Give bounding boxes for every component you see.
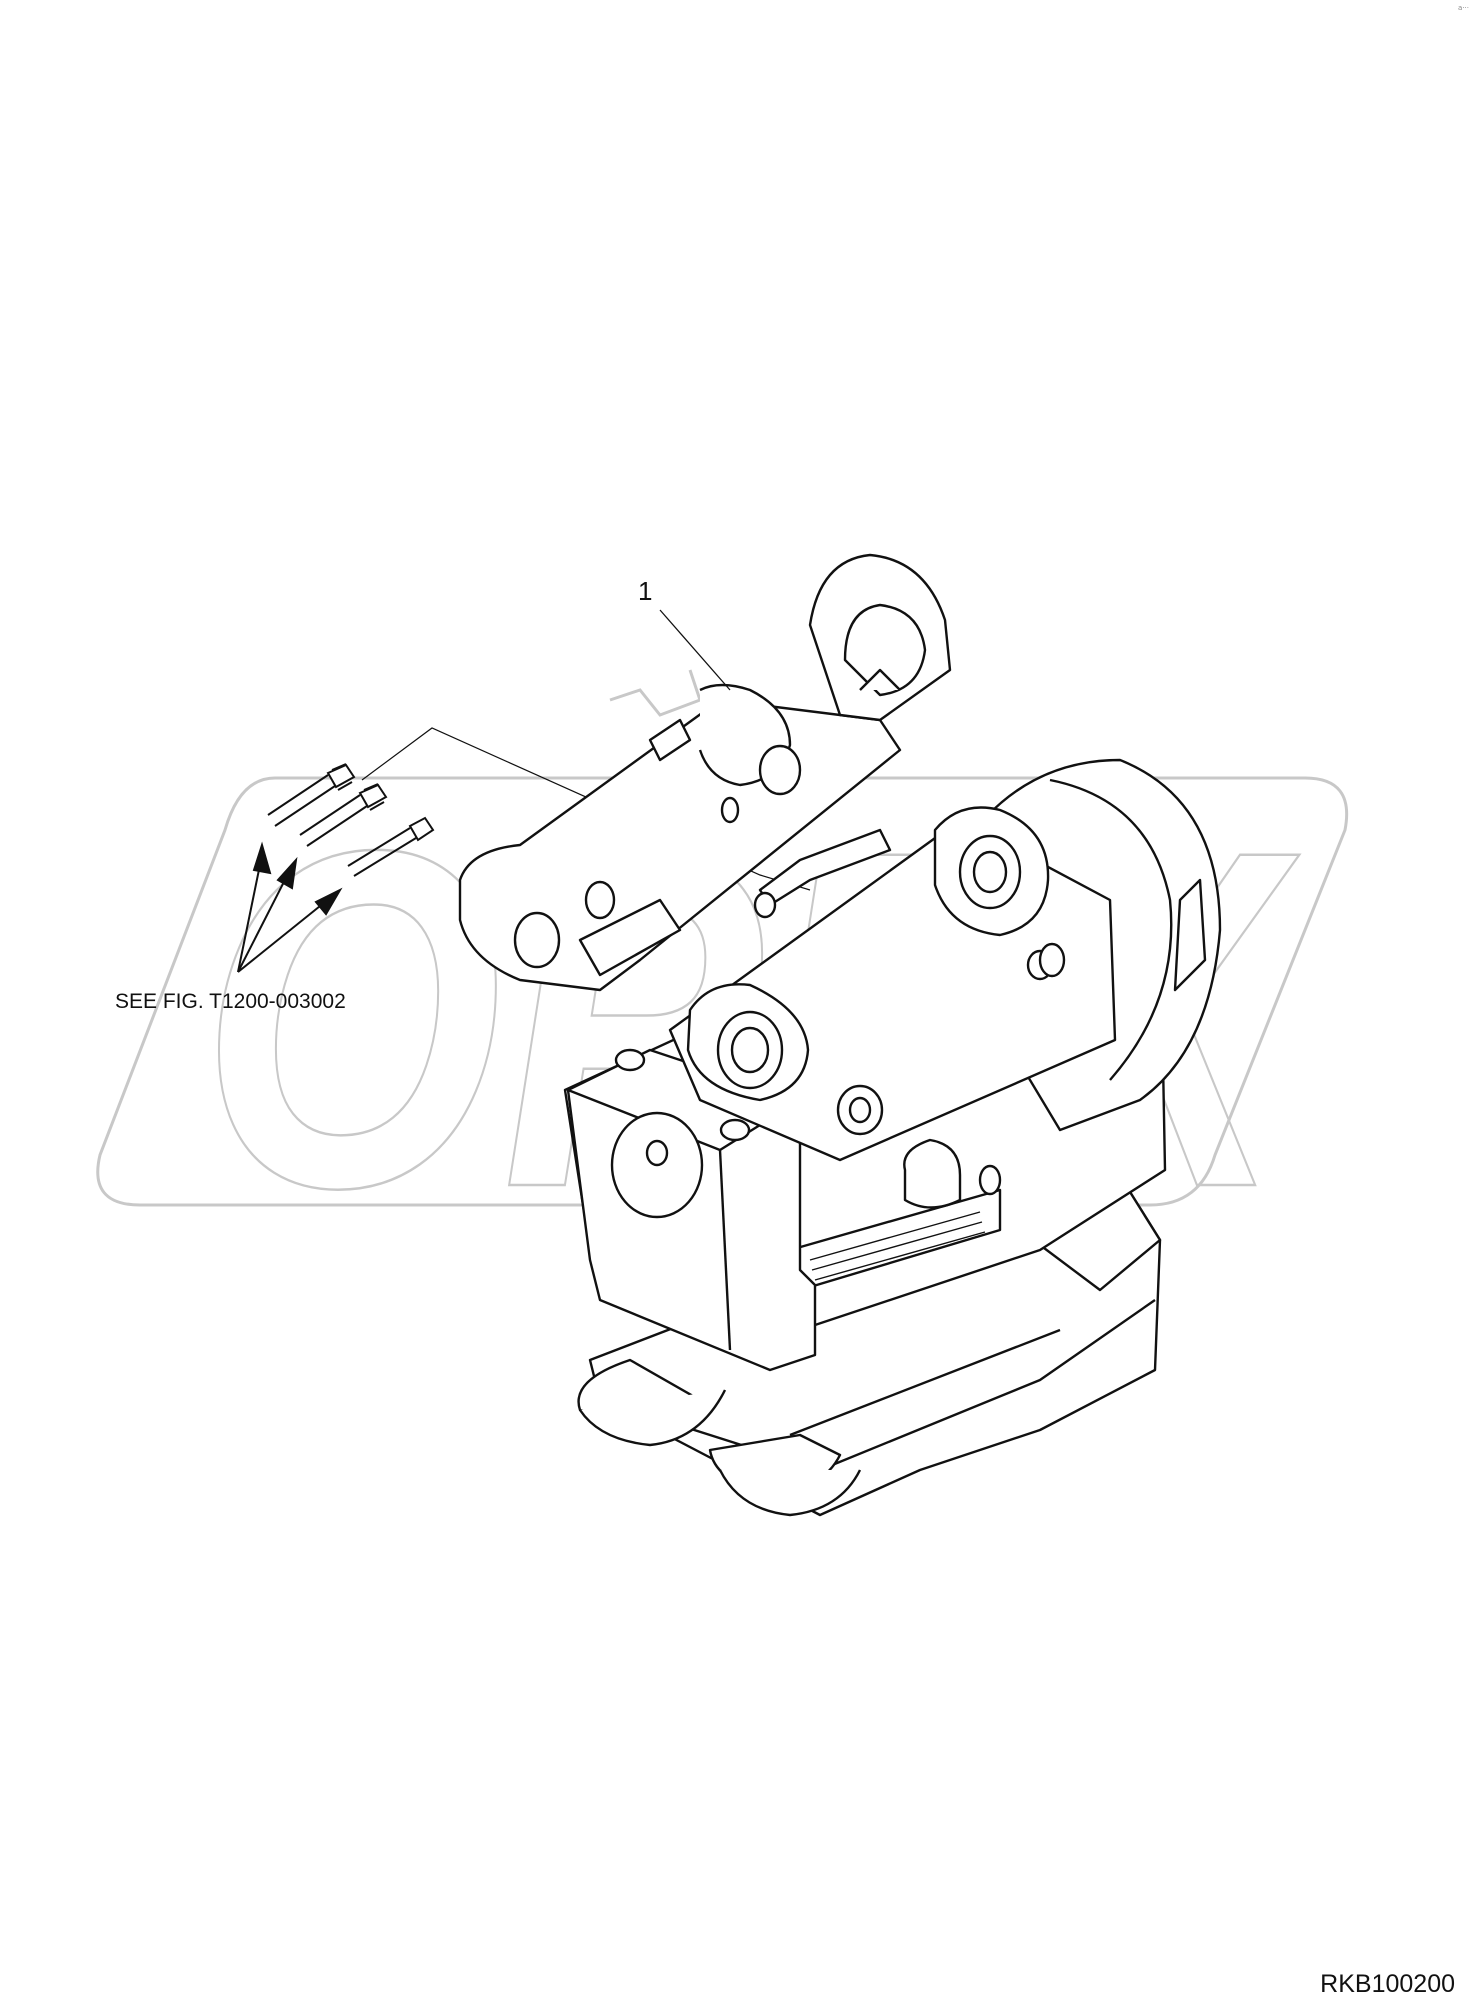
arrows — [237, 841, 343, 973]
pin-1 — [267, 763, 356, 827]
item-leader-line — [659, 609, 731, 691]
drawing-number: RKB100200 — [1320, 1970, 1455, 1998]
quick-coupler-assembly — [458, 553, 1222, 1517]
pin-parts — [267, 763, 435, 877]
see-figure-label: SEE FIG. T1200-003002 — [115, 990, 346, 1013]
pin-2 — [299, 783, 388, 847]
pin-3 — [347, 816, 435, 877]
item-callout-1: 1 — [638, 576, 652, 606]
corner-mark: a··· — [1458, 4, 1469, 12]
